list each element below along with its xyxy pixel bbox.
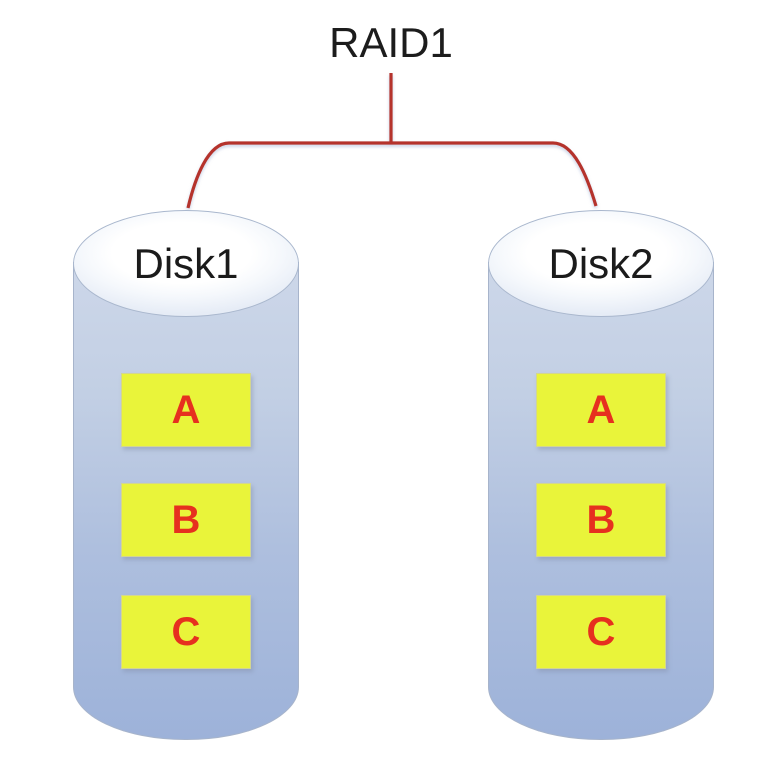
disk2-block-b: B [536,483,666,557]
disk2-block-a: A [536,373,666,447]
raid-title: RAID1 [329,19,453,66]
disk-disk1: Disk1 A B C [73,210,299,742]
connector-bracket [186,141,598,209]
disk2-cylinder-top: Disk2 [488,210,714,317]
disk2-block-c: C [536,595,666,669]
disk1-block-b: B [121,483,251,557]
disk1-label: Disk1 [133,239,239,287]
connector-paths [186,73,598,209]
disk1-cylinder-top: Disk1 [73,210,299,317]
disk1-block-a: A [121,373,251,447]
disk2-label: Disk2 [548,239,654,287]
disk1-block-c: C [121,595,251,669]
disk-disk2: Disk2 A B C [488,210,714,742]
